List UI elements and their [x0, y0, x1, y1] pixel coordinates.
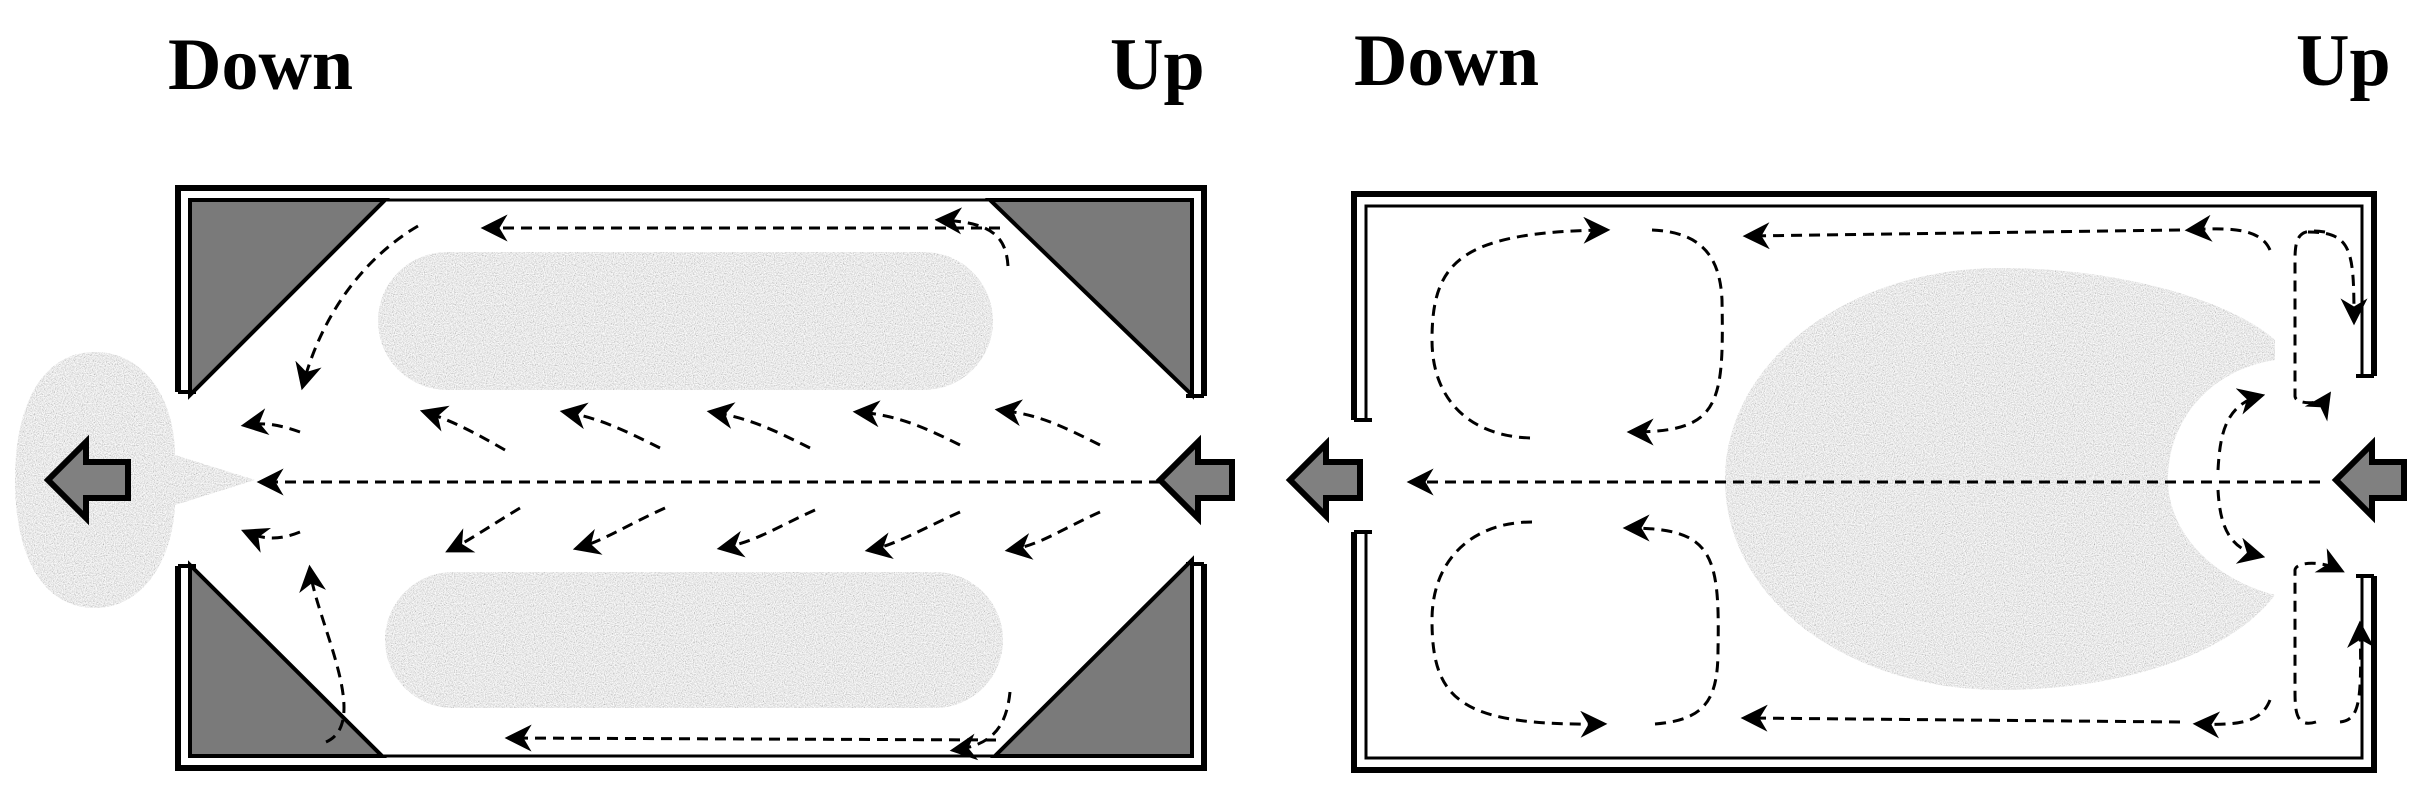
left-up-label: Up — [1110, 24, 1205, 106]
right-up-label: Up — [2296, 20, 2391, 102]
left-outlet-arrow-icon — [43, 434, 131, 526]
central-porous-body — [1725, 268, 2275, 690]
corner-block-bottom-right — [990, 555, 1194, 758]
right-down-label: Down — [1354, 20, 1540, 102]
right-flow-lines — [1406, 214, 2375, 739]
left-flow-lines — [240, 207, 1160, 761]
upper-porous-block — [378, 252, 993, 390]
lower-porous-block — [385, 572, 1003, 708]
left-down-label: Down — [168, 24, 354, 106]
left-chamber — [15, 185, 1235, 771]
right-outlet-arrow-icon — [1285, 436, 1363, 524]
right-chamber — [1285, 191, 2407, 773]
right-inlet-arrow-icon — [2331, 436, 2407, 524]
corner-block-bottom-left — [188, 560, 387, 758]
corner-block-top-right — [985, 198, 1194, 400]
corner-block-top-left — [188, 198, 390, 400]
left-inlet-arrow-icon — [1155, 434, 1235, 526]
outlet-plume — [15, 352, 255, 608]
